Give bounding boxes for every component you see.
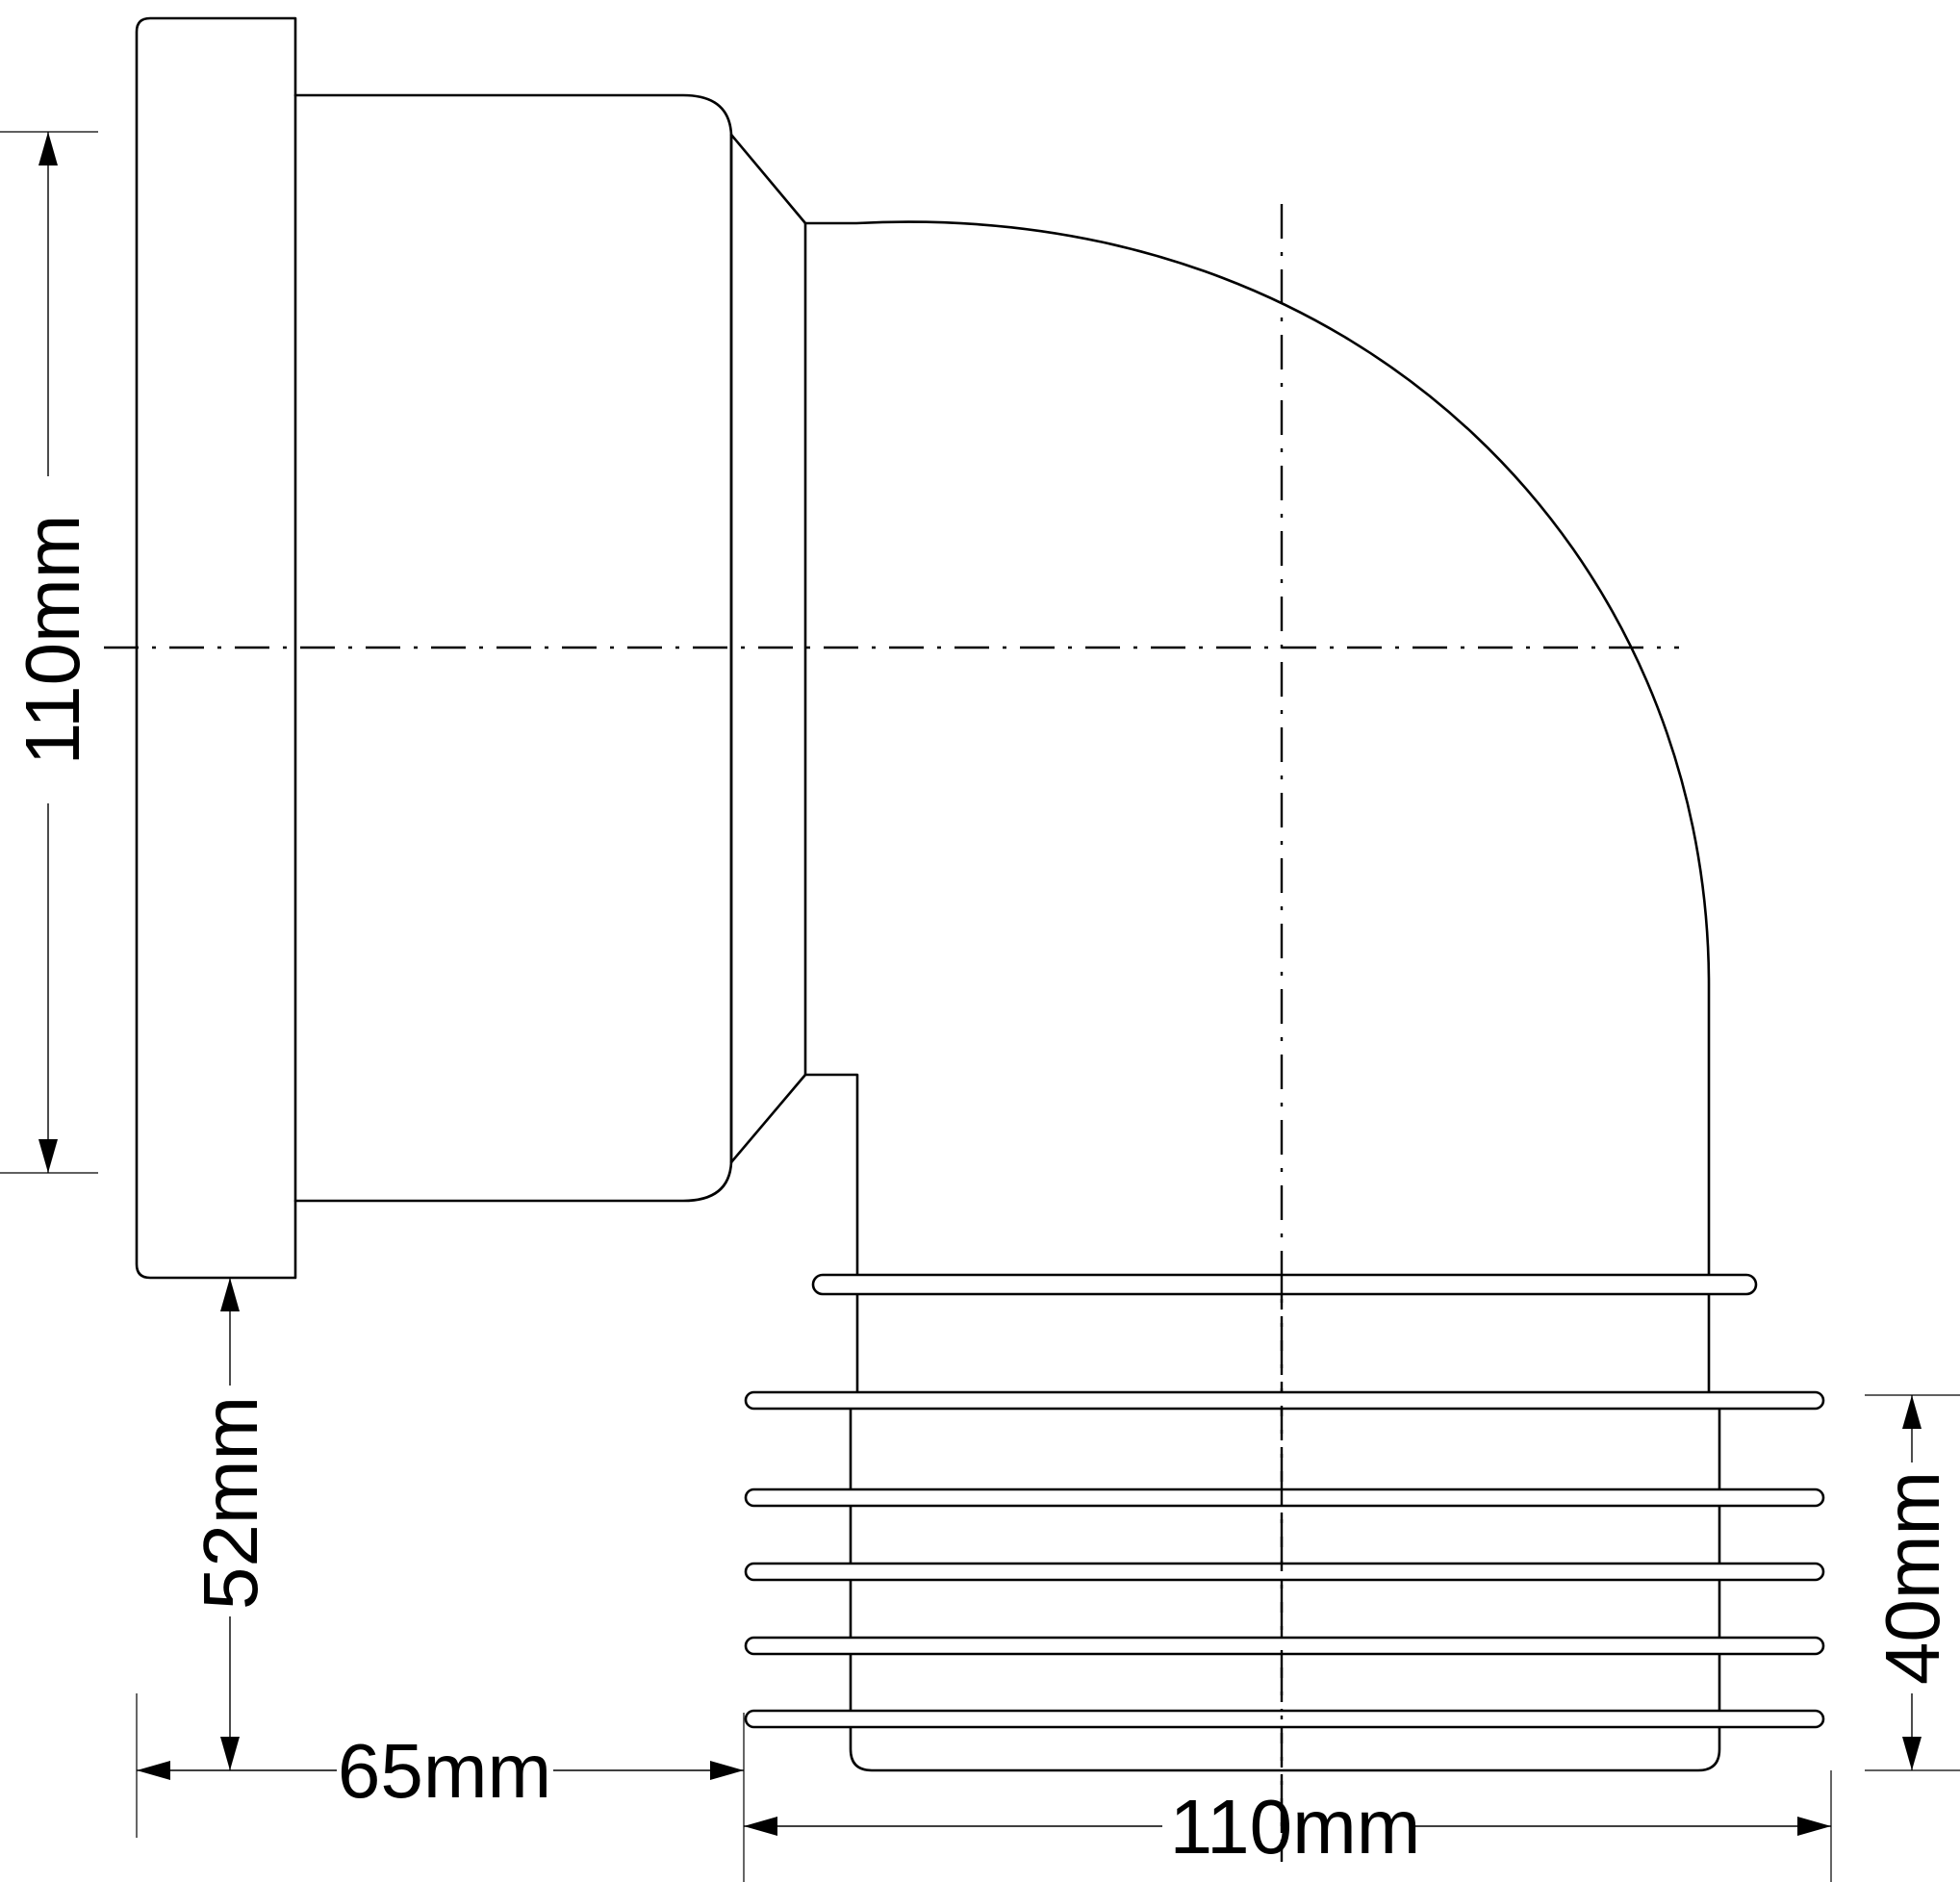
wall-flange — [135, 16, 297, 1280]
seal-fin-5 — [744, 1709, 1825, 1729]
outlet-depth-label: 40mm — [1870, 1471, 1955, 1685]
dimension-outlet-diameter: 110mm — [744, 1770, 1832, 1882]
seal-ring-top — [811, 1273, 1758, 1296]
socket-taper — [729, 133, 807, 1164]
horizontal-length-label: 65mm — [338, 1728, 551, 1814]
seal-fin-4 — [744, 1636, 1825, 1656]
flange-offset-label: 52mm — [188, 1396, 273, 1610]
seal-fin-3 — [744, 1562, 1825, 1582]
seal-fin-1 — [744, 1390, 1825, 1411]
dimension-outlet-depth: 40mm — [1865, 1394, 1960, 1771]
elbow-outer-curve — [803, 220, 1711, 1394]
dimension-flange-offset: 52mm — [188, 1278, 273, 1770]
flange-height-label: 110mm — [10, 515, 95, 766]
outlet-diameter-label: 110mm — [1170, 1784, 1421, 1869]
dimension-horizontal-length: 65mm — [136, 1693, 745, 1882]
outlet-spigot — [849, 1273, 1721, 1772]
dimension-flange-height: 110mm — [0, 131, 98, 1174]
seal-fin-2 — [744, 1488, 1825, 1508]
elbow-inner-edge — [803, 221, 859, 1277]
